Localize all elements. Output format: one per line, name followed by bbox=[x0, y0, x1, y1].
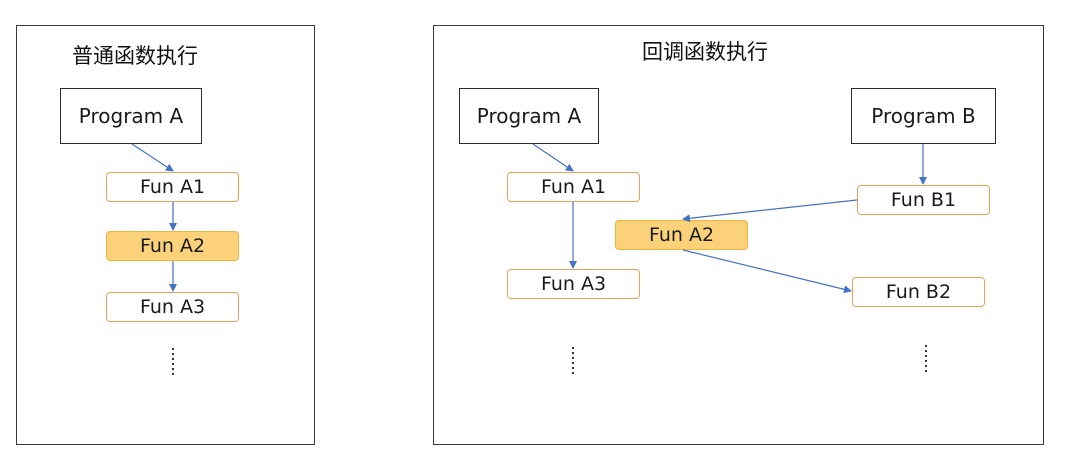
right-fun-a2-box: Fun A2 bbox=[615, 220, 748, 250]
right-fun-a1-box: Fun A1 bbox=[507, 172, 640, 202]
left-continuation-dots bbox=[172, 348, 174, 378]
normal-execution-title: 普通函数执行 bbox=[72, 44, 198, 68]
right-fun-a3-box: Fun A3 bbox=[507, 269, 640, 299]
left-fun-a3-box: Fun A3 bbox=[106, 292, 239, 322]
right-program-a-box: Program A bbox=[459, 88, 599, 144]
right-program-b-box: Program B bbox=[851, 88, 996, 144]
right-b-continuation-dots bbox=[925, 345, 927, 375]
left-fun-a1-box: Fun A1 bbox=[106, 172, 239, 202]
left-program-a-box: Program A bbox=[60, 88, 202, 144]
left-fun-a2-box: Fun A2 bbox=[106, 231, 239, 261]
arrow-right-a2-to-b2 bbox=[682, 249, 852, 294]
arrow-right-b1-to-a2 bbox=[682, 199, 858, 223]
right-fun-b2-box: Fun B2 bbox=[852, 277, 985, 307]
callback-execution-title: 回调函数执行 bbox=[642, 40, 768, 64]
right-a-continuation-dots bbox=[572, 347, 574, 377]
right-fun-b1-box: Fun B1 bbox=[857, 185, 990, 215]
arrow-left-program-to-a1 bbox=[131, 143, 174, 172]
arrow-right-program-a-to-a1 bbox=[532, 143, 574, 172]
